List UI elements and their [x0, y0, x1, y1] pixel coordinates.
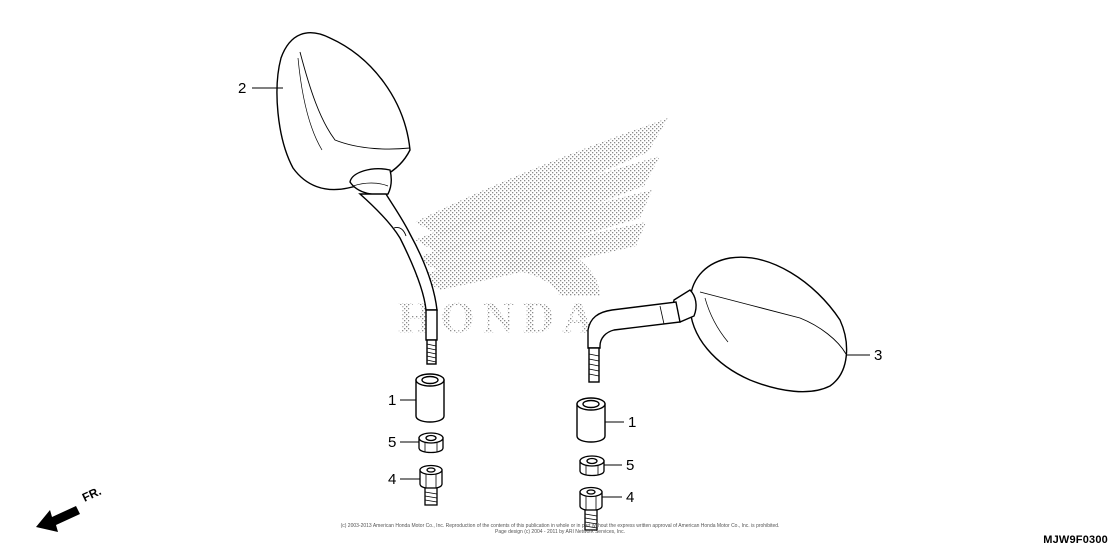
- adapter-left: [419, 464, 443, 506]
- callout-4-adapter-left: 4: [388, 471, 397, 488]
- callout-1-boot-left: 1: [388, 392, 397, 409]
- boot-left: [415, 373, 445, 423]
- diagram-code: MJW9F0300: [1043, 534, 1108, 546]
- callout-1-boot-right: 1: [628, 414, 637, 431]
- boot-right: [576, 397, 606, 443]
- mirror-right: [587, 256, 848, 393]
- adapter-right: [579, 486, 603, 531]
- callout-5-nut-left: 5: [388, 434, 397, 451]
- copyright-line-1: (c) 2003-2013 American Honda Motor Co., …: [340, 523, 780, 529]
- nut-left: [418, 432, 444, 454]
- callout-4-adapter-right: 4: [626, 489, 635, 506]
- front-direction-arrow-icon: [36, 506, 80, 532]
- leader-lines: [252, 87, 870, 498]
- callout-2-mirror-left: 2: [238, 80, 247, 97]
- copyright-line-2: Page design (c) 2004 - 2011 by ARI Netwo…: [495, 529, 625, 535]
- callout-3-mirror-right: 3: [874, 347, 883, 364]
- nut-right: [579, 455, 605, 477]
- mirror-left: [276, 32, 438, 365]
- callout-5-nut-right: 5: [626, 457, 635, 474]
